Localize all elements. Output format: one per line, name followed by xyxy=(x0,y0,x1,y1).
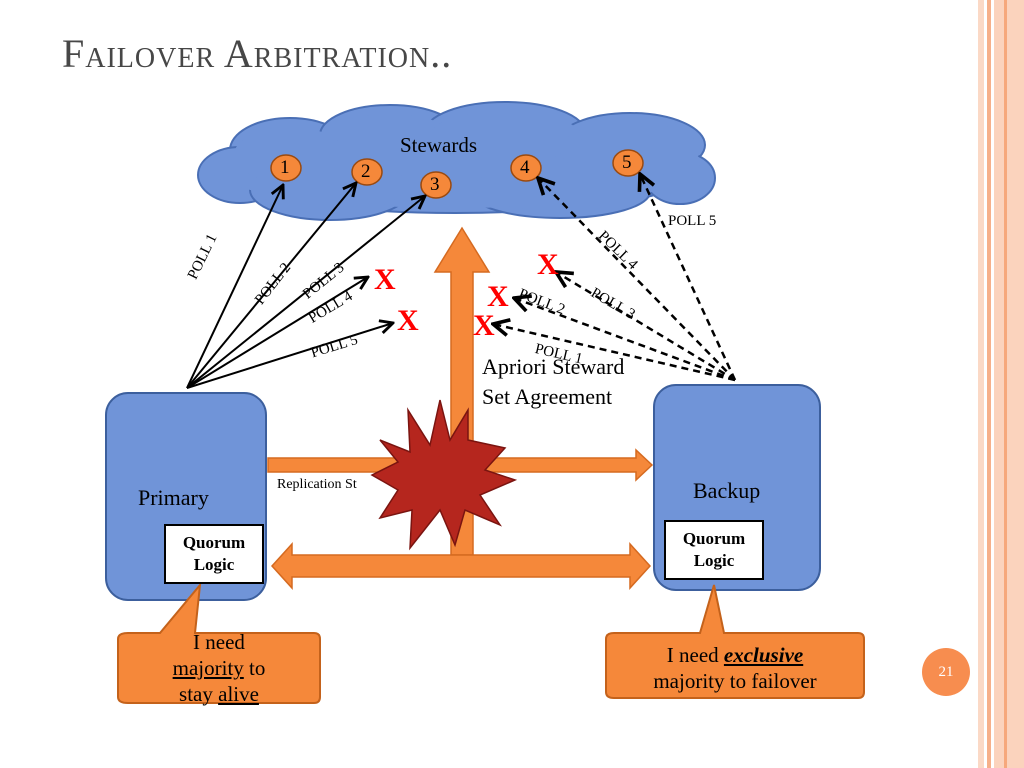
fail-x-primary-poll-4: X xyxy=(374,263,396,296)
steward-2-label: 2 xyxy=(361,161,371,182)
backup-poll-5-label: POLL 5 xyxy=(668,213,717,229)
alive-text: alive xyxy=(218,682,259,706)
slide-title: Failover Arbitration.. xyxy=(62,31,453,76)
edge-stripe-3 xyxy=(994,0,1024,768)
steward-1-label: 1 xyxy=(280,157,290,178)
edge-stripe-4 xyxy=(1004,0,1007,768)
steward-node-5 xyxy=(612,149,644,177)
stewards-label: Stewards xyxy=(400,133,477,157)
edge-stripe-2 xyxy=(987,0,991,768)
steward-node-3 xyxy=(420,171,452,199)
stay-text: stay xyxy=(179,682,219,706)
backup-callout-line-2: majority to failover xyxy=(653,669,817,693)
to-text: to xyxy=(243,656,266,680)
edge-stripe-1 xyxy=(978,0,984,768)
fail-x-backup-poll-1: X xyxy=(473,309,495,342)
primary-label: Primary xyxy=(138,485,209,510)
backup-label: Backup xyxy=(693,478,761,503)
steward-4-label: 4 xyxy=(520,157,530,178)
steward-5-label: 5 xyxy=(622,152,632,173)
fail-x-backup-poll-2: X xyxy=(487,280,509,313)
steward-node-4 xyxy=(510,154,542,182)
steward-node-2 xyxy=(351,158,383,186)
backup-callout: I need exclusive majority to failover xyxy=(606,642,864,694)
replication-stream-label: Replication St xyxy=(277,477,357,492)
fail-x-backup-poll-3: X xyxy=(537,248,559,281)
primary-callout: I need majority to stay alive xyxy=(120,629,318,707)
quorum-double-arrow xyxy=(270,542,652,590)
primary-callout-line-2: majority to xyxy=(120,655,318,681)
page-number-badge: 21 xyxy=(922,648,970,696)
primary-quorum-logic: Quorum Logic xyxy=(164,524,264,584)
majority-text: majority xyxy=(172,656,244,680)
failure-burst xyxy=(370,399,518,551)
primary-callout-line-3: stay alive xyxy=(120,681,318,707)
backup-callout-line-1: I need exclusive xyxy=(606,642,864,668)
backup-poll-lines xyxy=(493,174,737,382)
backup-callout-shape xyxy=(605,584,865,699)
fail-x-primary-poll-5: X xyxy=(397,304,419,337)
apriori-agreement-label: Apriori Steward Set Agreement xyxy=(482,354,625,409)
backup-quorum-logic: Quorum Logic xyxy=(664,520,764,580)
exclusive-text: exclusive xyxy=(723,643,804,667)
i-need-text: I need xyxy=(666,643,724,667)
steward-node-1 xyxy=(270,154,302,182)
steward-3-label: 3 xyxy=(430,174,440,195)
primary-callout-shape xyxy=(117,581,321,704)
primary-callout-line-1: I need xyxy=(193,630,245,654)
primary-poll-lines xyxy=(186,183,425,389)
